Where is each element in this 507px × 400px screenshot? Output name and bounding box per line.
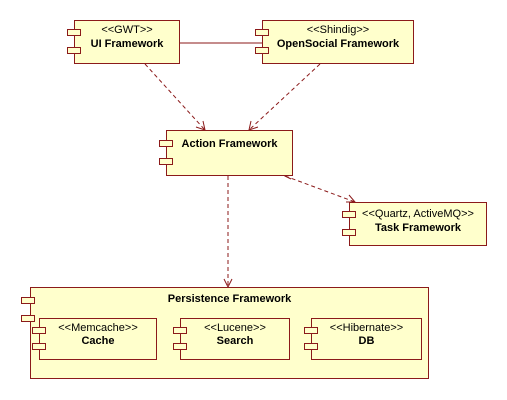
component-port-icon — [255, 29, 269, 36]
component-port-icon — [159, 158, 173, 165]
component-port-icon — [173, 343, 187, 350]
component-name: Persistence Framework — [167, 293, 292, 305]
dependency-action-task — [284, 175, 356, 203]
opensocial-framework-component: <<Shindig>> OpenSocial Framework — [255, 20, 414, 64]
db-component: <<Hibernate>> DB — [304, 318, 422, 360]
component-port-icon — [159, 140, 173, 147]
stereotype-label: <<Hibernate>> — [329, 322, 404, 334]
ui-framework-component: <<GWT>> UI Framework — [67, 20, 180, 64]
dependency-opensocial-to-action — [248, 63, 321, 131]
component-port-icon — [304, 343, 318, 350]
persistence-framework-component: Persistence Framework <<Memcache>> Cache… — [21, 287, 429, 379]
component-name: Action Framework — [181, 138, 278, 150]
stereotype-label: <<Lucene>> — [204, 322, 266, 334]
component-name: DB — [358, 335, 375, 347]
component-port-icon — [21, 297, 35, 304]
task-framework-component: <<Quartz, ActiveMQ>> Task Framework — [342, 202, 487, 246]
component-port-icon — [342, 211, 356, 218]
component-port-icon — [67, 47, 81, 54]
stereotype-label: <<Memcache>> — [58, 322, 138, 334]
component-port-icon — [67, 29, 81, 36]
component-port-icon — [32, 327, 46, 334]
search-component: <<Lucene>> Search — [173, 318, 290, 360]
stereotype-label: <<GWT>> — [101, 24, 153, 36]
component-port-icon — [32, 343, 46, 350]
arrowhead-to-task — [346, 194, 357, 203]
stereotype-label: <<Shindig>> — [306, 24, 370, 36]
component-port-icon — [173, 327, 187, 334]
component-name: Search — [216, 335, 254, 347]
component-port-icon — [342, 229, 356, 236]
component-name: Task Framework — [374, 222, 461, 234]
stereotype-label: <<Quartz, ActiveMQ>> — [362, 208, 474, 220]
cache-component: <<Memcache>> Cache — [32, 318, 157, 360]
component-name: UI Framework — [90, 38, 164, 50]
component-port-icon — [304, 327, 318, 334]
action-framework-component: Action Framework — [159, 130, 293, 176]
component-name: OpenSocial Framework — [276, 38, 400, 50]
dependency-ui-to-action — [144, 63, 206, 131]
component-name: Cache — [81, 335, 115, 347]
component-port-icon — [21, 315, 35, 322]
component-port-icon — [255, 47, 269, 54]
